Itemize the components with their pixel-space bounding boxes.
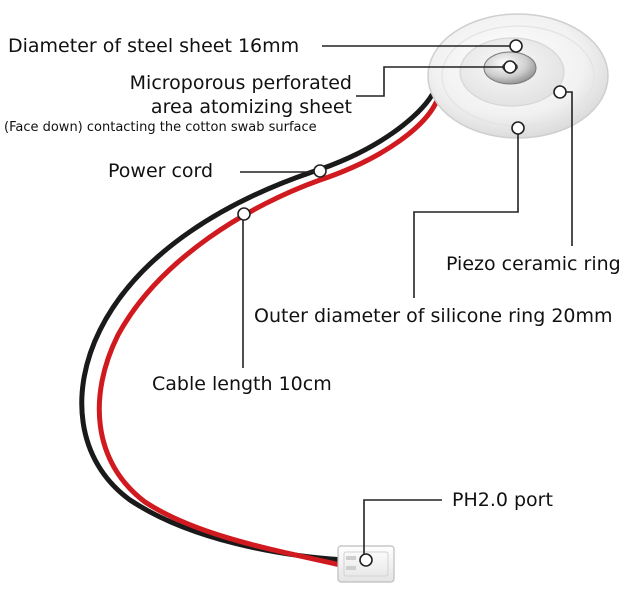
callout-power xyxy=(313,164,327,178)
label-steel-diameter: Diameter of steel sheet 16mm xyxy=(8,35,300,57)
label-microporous-line1: Microporous perforated xyxy=(129,72,352,94)
callout-micro xyxy=(503,60,517,74)
callout-steel xyxy=(509,39,523,53)
label-microporous-line2: area atomizing sheet xyxy=(150,96,352,118)
callout-cable xyxy=(237,207,251,221)
label-silicone-diameter: Outer diameter of silicone ring 20mm xyxy=(254,305,613,327)
black-wire xyxy=(79,92,435,563)
label-cable-length: Cable length 10cm xyxy=(152,373,332,395)
callout-silicone xyxy=(511,121,525,135)
label-piezo-ring: Piezo ceramic ring xyxy=(446,253,621,275)
label-ph20-port: PH2.0 port xyxy=(452,489,553,511)
callout-piezo xyxy=(553,85,567,99)
callout-port xyxy=(359,553,373,567)
label-power-cord: Power cord xyxy=(108,160,214,182)
label-face-down-note: (Face down) contacting the cotton swab s… xyxy=(4,120,317,135)
red-wire xyxy=(96,95,441,569)
